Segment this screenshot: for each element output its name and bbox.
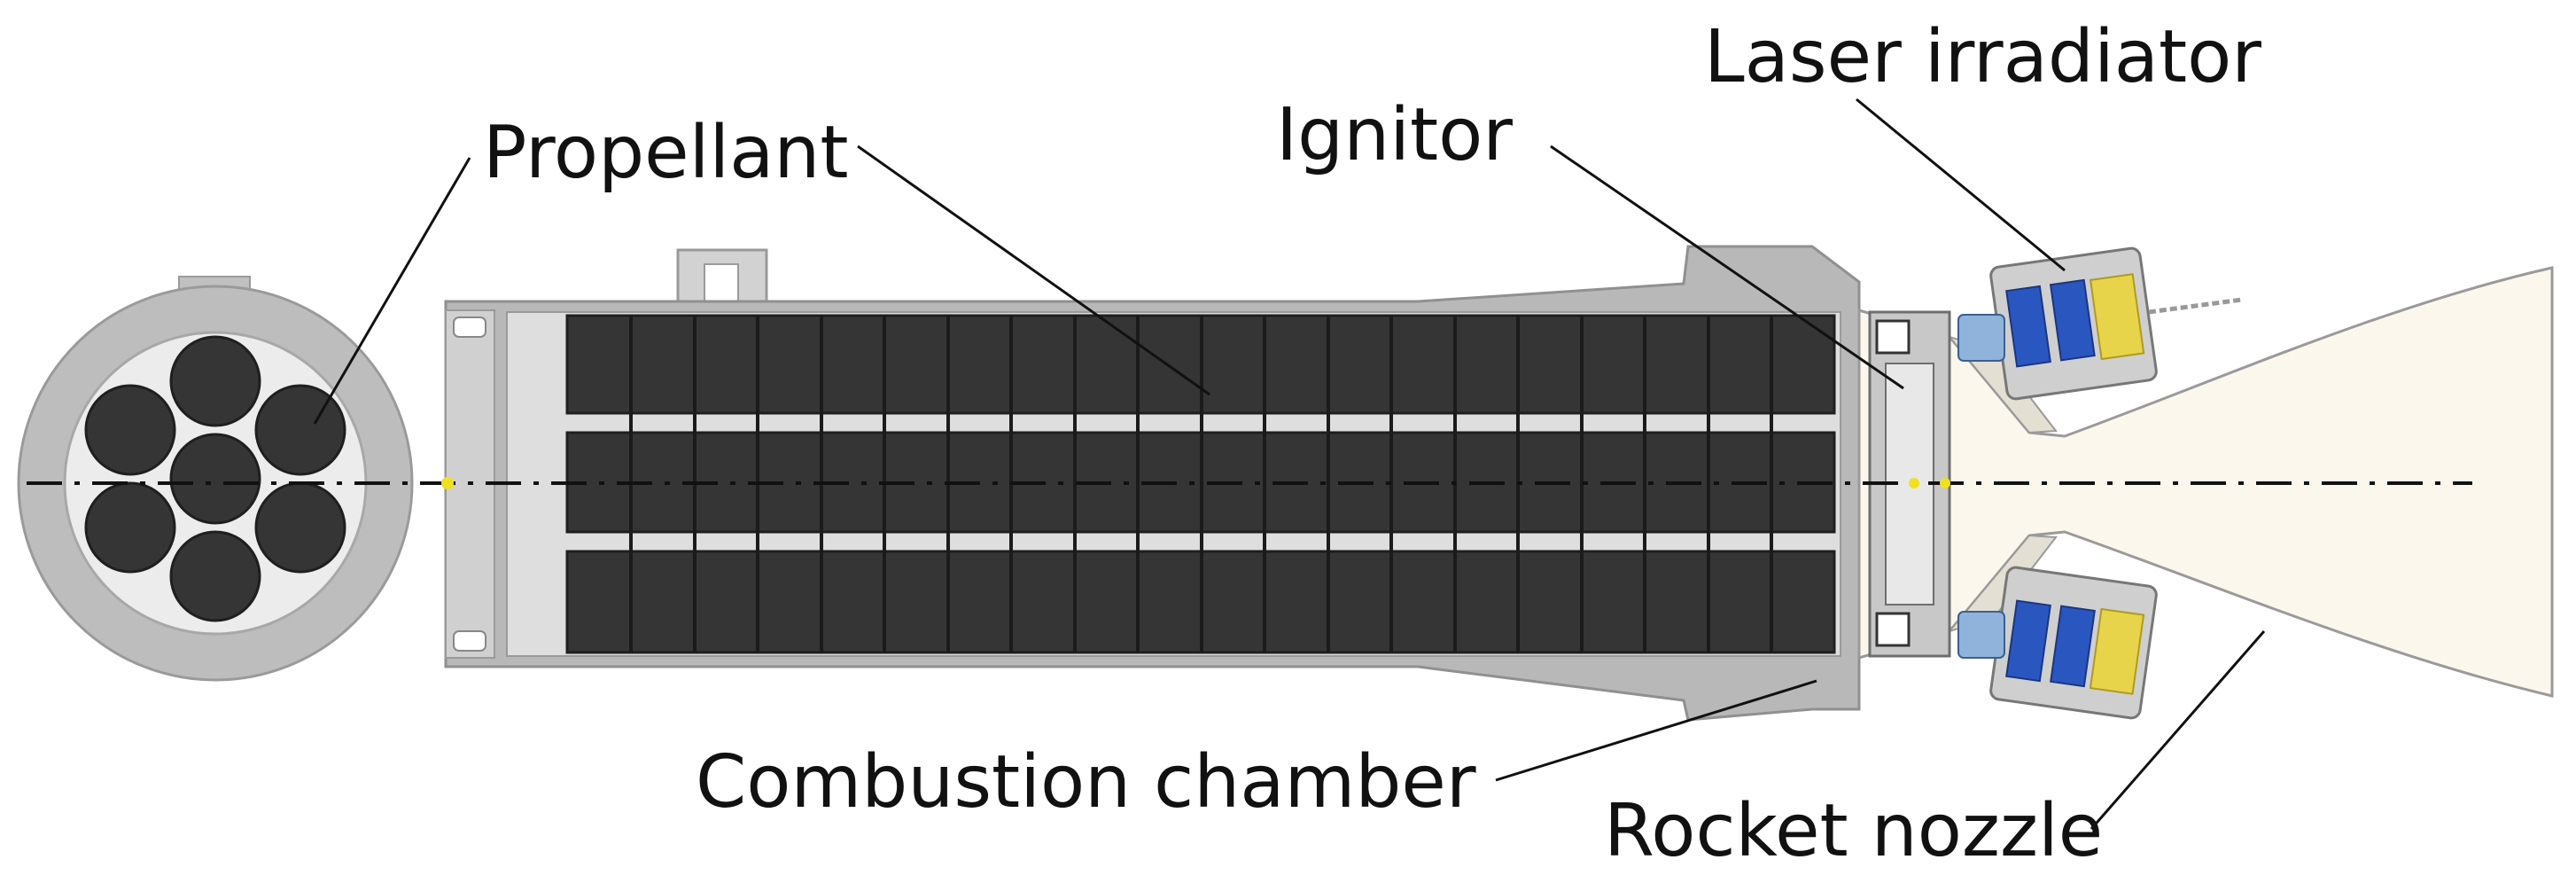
label-laser-irradiator: Laser irradiator	[1704, 15, 2261, 99]
end-cap-bolt-bottom	[453, 630, 486, 652]
propellant-grain-upper-left	[84, 384, 176, 476]
cross-section-view	[17, 276, 414, 682]
laser-cable	[2148, 297, 2243, 315]
propellant-grain-top	[169, 335, 261, 427]
propellant-grain-lower-left	[84, 481, 176, 574]
laser-source	[2089, 273, 2145, 361]
leader-line-rocket-nozzle	[2090, 630, 2266, 830]
laser-lens-a	[2005, 285, 2051, 368]
label-rocket-nozzle: Rocket nozzle	[1604, 789, 2103, 873]
propellant-grain-upper-right	[254, 384, 346, 476]
laser-optic	[1957, 611, 2005, 659]
laser-source	[2089, 607, 2145, 695]
ignitor-clamp-top	[1875, 319, 1911, 355]
leader-line-combustion-chamber	[1495, 679, 1817, 782]
label-propellant: Propellant	[483, 111, 849, 195]
propellant-grain-bottom	[169, 530, 261, 622]
laser-lens-a	[2005, 599, 2051, 683]
label-ignitor: Ignitor	[1276, 93, 1513, 177]
leader-line-laser-irradiator	[1856, 98, 2066, 272]
laser-optic	[1957, 314, 2005, 362]
center-axis-marker	[1940, 478, 1950, 488]
leader-line-ignitor	[1550, 145, 1904, 390]
ignitor-clamp-bottom	[1875, 612, 1911, 647]
propellant-grain-center	[169, 433, 261, 525]
leader-line-propellant-end	[313, 157, 471, 425]
laser-irradiator-top	[1957, 246, 2243, 401]
center-axis-marker	[1909, 478, 1919, 488]
laser-lens-b	[2050, 605, 2096, 688]
laser-irradiator-bottom	[1957, 566, 2158, 720]
leader-line-propellant-side	[857, 145, 1210, 396]
label-combustion-chamber: Combustion chamber	[696, 740, 1476, 824]
laser-lens-b	[2049, 278, 2096, 362]
propellant-grain-lower-right	[254, 481, 346, 574]
end-cap-bolt-top	[453, 316, 486, 338]
center-axis-marker	[441, 477, 454, 489]
